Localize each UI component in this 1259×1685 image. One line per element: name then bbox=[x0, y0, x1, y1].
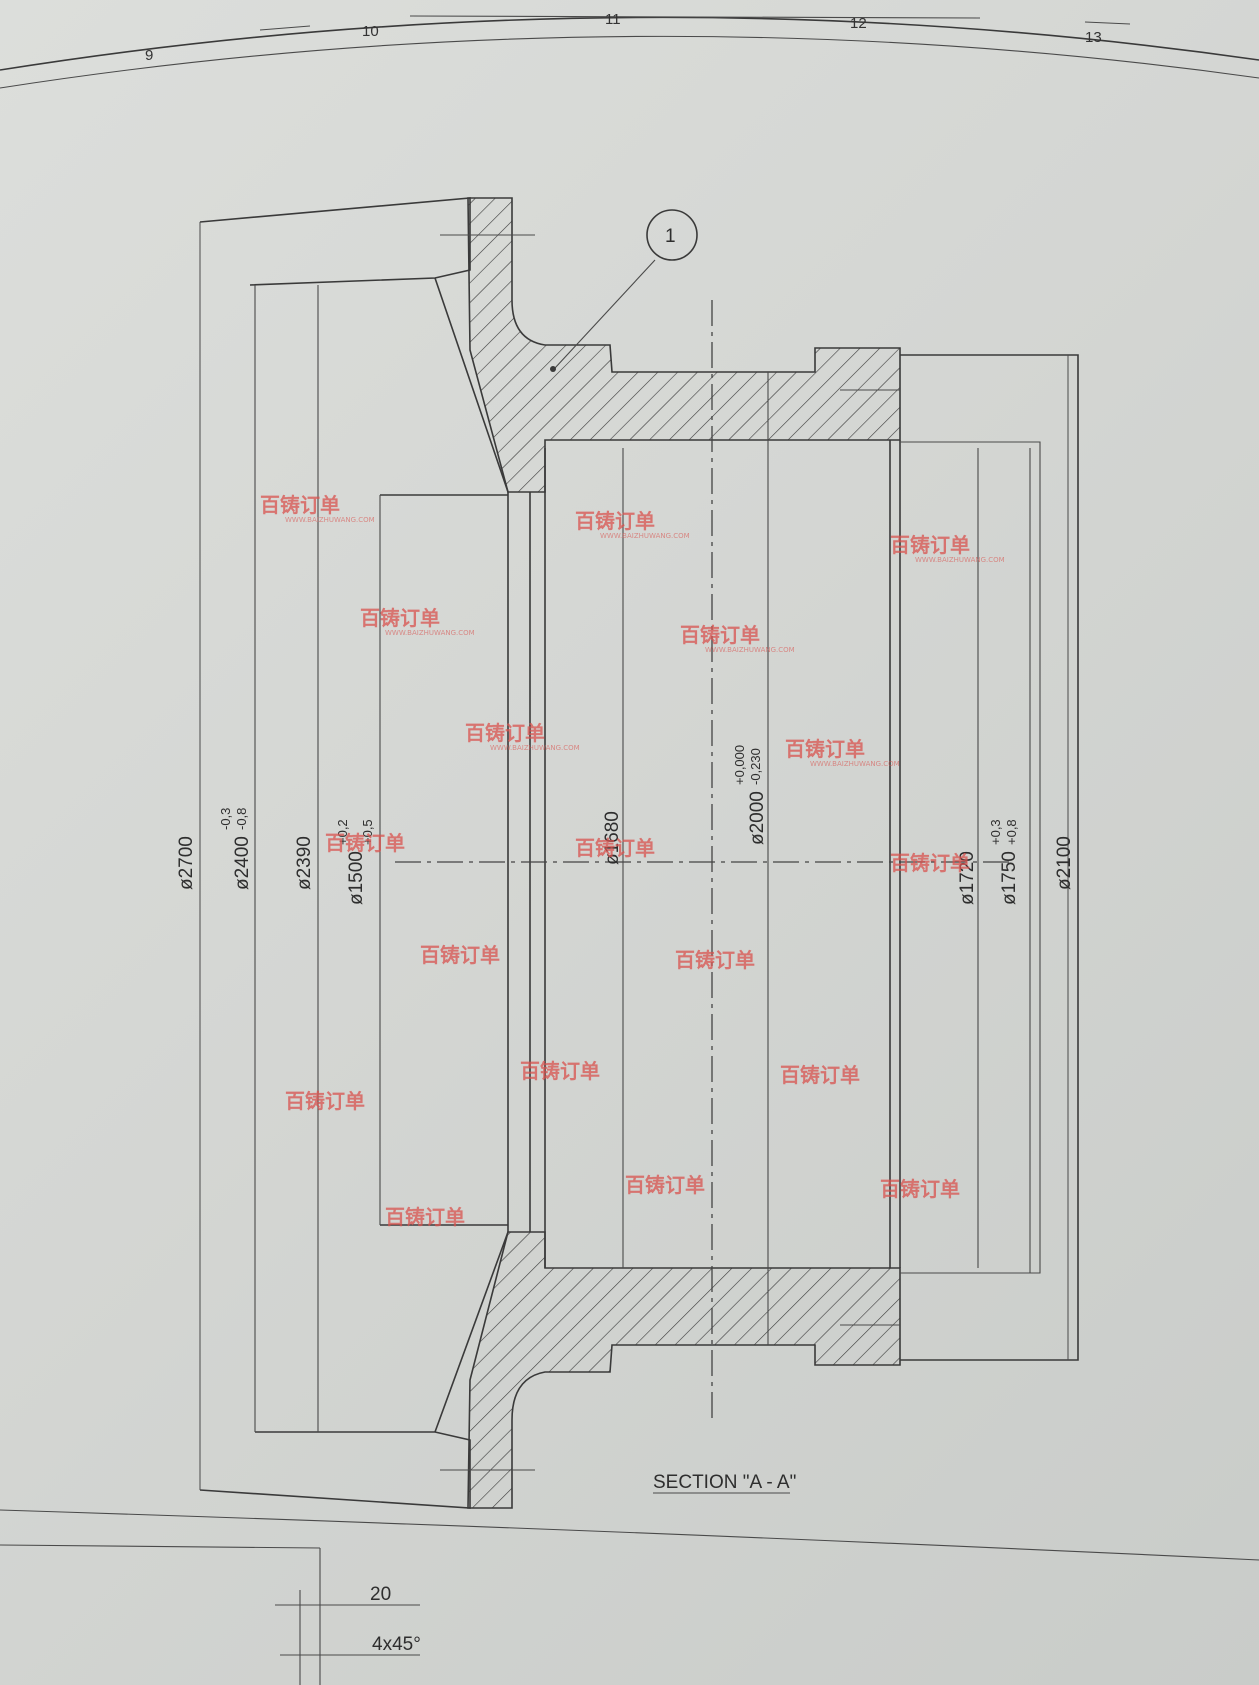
zone-number: 9 bbox=[145, 47, 153, 64]
dim-2000-tol-upper: +0,000 bbox=[732, 745, 747, 785]
dim-1750: ø1750 bbox=[999, 851, 1020, 905]
watermark-logo: 百铸订单 bbox=[385, 1205, 465, 1229]
watermarks: 百铸订单 WWW.BAIZHUWANG.COM 百铸订单 WWW.BAIZHUW… bbox=[260, 493, 1005, 1229]
dim-2000: ø2000 bbox=[747, 791, 768, 845]
watermark-logo: 百铸订单 bbox=[520, 1059, 600, 1083]
watermark-url: WWW.BAIZHUWANG.COM bbox=[385, 629, 475, 637]
detail-view: 20 4x45° bbox=[0, 1544, 421, 1685]
watermark-url: WWW.BAIZHUWANG.COM bbox=[810, 760, 900, 768]
dim-2400-tol-upper: -0,3 bbox=[218, 808, 233, 830]
zone-number: 10 bbox=[362, 23, 379, 40]
part-outline bbox=[199, 197, 1079, 1509]
dim-1500-tol-lower: +0,5 bbox=[360, 819, 375, 845]
watermark-logo: 百铸订单 bbox=[785, 737, 865, 761]
section-hatch-upper bbox=[467, 197, 901, 493]
item-balloon: 1 bbox=[550, 209, 698, 372]
balloon-number: 1 bbox=[665, 226, 676, 247]
dim-2700: ø2700 bbox=[176, 836, 197, 890]
watermark-url: WWW.BAIZHUWANG.COM bbox=[705, 646, 795, 654]
zone-number: 11 bbox=[605, 11, 621, 28]
watermark-logo: 百铸订单 bbox=[675, 948, 755, 972]
zone-number: 13 bbox=[1085, 29, 1102, 46]
watermark-logo: 百铸订单 bbox=[285, 1089, 365, 1113]
watermark-logo: 百铸订单 bbox=[625, 1173, 705, 1197]
watermark-logo: 百铸订单 bbox=[880, 1177, 960, 1201]
watermark-url: WWW.BAIZHUWANG.COM bbox=[915, 556, 1005, 564]
dim-1720: ø1720 bbox=[957, 851, 978, 905]
watermark-logo: 百铸订单 bbox=[325, 831, 405, 855]
dim-2400: ø2400 bbox=[232, 836, 253, 890]
section-caption: SECTION "A - A" bbox=[653, 1472, 796, 1494]
dim-2100: ø2100 bbox=[1054, 836, 1075, 890]
watermark-url: WWW.BAIZHUWANG.COM bbox=[490, 744, 580, 752]
dim-1500: ø1500 bbox=[346, 851, 367, 905]
watermark-logo: 百铸订单 bbox=[360, 606, 440, 630]
zone-numbers: 9 10 11 12 13 bbox=[145, 11, 1102, 64]
watermark-logo: 百铸订单 bbox=[465, 721, 545, 745]
watermark-url: WWW.BAIZHUWANG.COM bbox=[285, 516, 375, 524]
watermark-logo: 百铸订单 bbox=[680, 623, 760, 647]
dimension-labels: ø2700 ø2400 -0,3 -0,8 ø2390 ø1500 +0,2 +… bbox=[176, 745, 1075, 905]
section-hatch-lower bbox=[467, 1231, 901, 1509]
watermark-logo: 百铸订单 bbox=[575, 836, 655, 860]
watermark-logo: 百铸订单 bbox=[890, 851, 970, 875]
sheet-border bbox=[0, 15, 1259, 1561]
watermark-logo: 百铸订单 bbox=[890, 533, 970, 557]
watermark-url: WWW.BAIZHUWANG.COM bbox=[600, 532, 690, 540]
section-caption-text: SECTION "A - A" bbox=[653, 1472, 796, 1493]
detail-chamfer: 4x45° bbox=[372, 1634, 421, 1655]
watermark-logo: 百铸订单 bbox=[780, 1063, 860, 1087]
watermark-logo: 百铸订单 bbox=[575, 509, 655, 533]
dim-2000-tol-lower: -0,230 bbox=[748, 748, 763, 785]
detail-dim-20: 20 bbox=[370, 1584, 391, 1605]
dim-1750-tol-lower: +0,8 bbox=[1004, 819, 1019, 845]
dim-2400-tol-lower: -0,8 bbox=[234, 808, 249, 830]
diameter-lines bbox=[199, 222, 1069, 1490]
dim-2390: ø2390 bbox=[294, 836, 315, 890]
dim-1680: ø1680 bbox=[602, 811, 623, 865]
zone-number: 12 bbox=[850, 15, 867, 32]
watermark-logo: 百铸订单 bbox=[420, 943, 500, 967]
dim-1750-tol-upper: +0,3 bbox=[988, 819, 1003, 845]
watermark-logo: 百铸订单 bbox=[260, 493, 340, 517]
dim-1500-tol-upper: +0,2 bbox=[335, 819, 350, 845]
